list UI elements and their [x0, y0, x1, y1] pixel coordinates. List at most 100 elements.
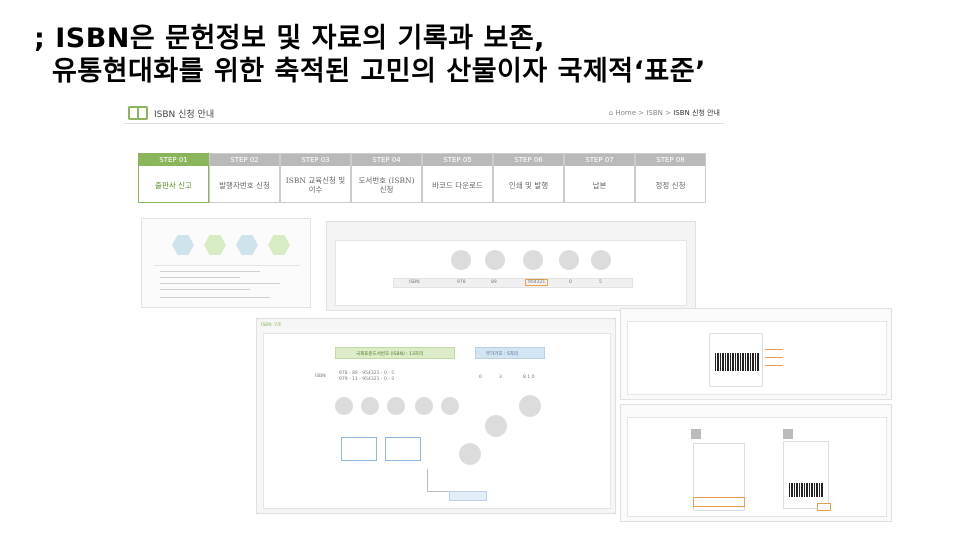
step-number: STEP 06: [494, 154, 563, 166]
divider: [154, 265, 300, 266]
step-label: 인쇄 및 발행: [508, 180, 549, 190]
figure-label: ISBN 구조: [261, 323, 282, 328]
book-icon: [128, 106, 148, 120]
isbn-prefix: ISBN: [409, 280, 420, 285]
label-bubble: [523, 250, 543, 270]
label-bubble: [387, 397, 405, 415]
isbn-prefix: ISBN: [315, 374, 326, 379]
label-bubble: [485, 250, 505, 270]
label-bubble: [591, 250, 611, 270]
slide-title-line1: ; ISBN은 문헌정보 및 자료의 기록과 보존,: [34, 23, 545, 54]
isbn-page-screenshot: ISBN 신청 안내 ⌂ Home > ISBN > ISBN 신청 안내 ST…: [124, 100, 724, 210]
addon-label-box: 부가기호 : 5자리: [475, 347, 545, 359]
breadcrumb: ⌂ Home > ISBN > ISBN 신청 안내: [609, 108, 720, 118]
step-label: 도서번호 (ISBN) 신청: [358, 176, 415, 194]
breadcrumb-separator: >: [638, 109, 645, 117]
step-label: 바코드 다운로드: [432, 180, 483, 190]
isbn-part: 978: [457, 280, 466, 285]
addon-value: 8 1 0: [523, 375, 535, 380]
step-label: 납본: [592, 180, 607, 190]
step-tab-7[interactable]: STEP 07 납본: [564, 153, 635, 203]
step-number: STEP 04: [352, 154, 421, 166]
step-tab-5[interactable]: STEP 05 바코드 다운로드: [422, 153, 493, 203]
isbn-13-label-box: 국제표준도서번호 (ISBN) : 13자리: [335, 347, 455, 359]
highlight-box: [817, 503, 831, 511]
pointer-line: [765, 365, 783, 366]
text-line: [160, 277, 240, 278]
publisher-number-image: ISBN 978 89 954321 0 5: [326, 221, 696, 311]
step-label: 정정 신청: [655, 180, 686, 190]
breadcrumb-section[interactable]: ISBN: [646, 109, 663, 117]
step-tab-4[interactable]: STEP 04 도서번호 (ISBN) 신청: [351, 153, 422, 203]
isbn-strip: [393, 278, 633, 288]
text-line: [160, 283, 280, 284]
label-bubble: [519, 395, 541, 417]
isbn-part: 89: [491, 280, 497, 285]
page-title: ISBN 신청 안내: [154, 110, 215, 120]
breadcrumb-separator: >: [665, 109, 671, 117]
page-header: ISBN 신청 안내 ⌂ Home > ISBN > ISBN 신청 안내: [124, 100, 724, 124]
isbn-part-highlight: 954321: [525, 279, 549, 286]
breadcrumb-current: ISBN 신청 안내: [673, 109, 720, 117]
back-cover: [783, 441, 829, 509]
flow-node: [236, 235, 258, 255]
info-box: [341, 437, 377, 461]
pointer-line: [765, 357, 783, 358]
diagram-box: [263, 333, 611, 509]
breadcrumb-home[interactable]: Home: [615, 109, 636, 117]
copyright-page-image: [620, 404, 892, 522]
pointer-line: [765, 349, 783, 350]
step-number: STEP 01: [139, 154, 208, 166]
connector: [427, 491, 449, 492]
diagram-box: [335, 240, 687, 306]
step-tab-8[interactable]: STEP 08 정정 신청: [635, 153, 706, 203]
isbn-example-row: 979 - 11 - 954321 - 0 - 3: [339, 377, 395, 382]
step-tab-3[interactable]: STEP 03 ISBN 교육신청 및 이수: [280, 153, 351, 203]
flow-node: [172, 235, 194, 255]
label-bubble: [459, 443, 481, 465]
flow-node: [268, 235, 290, 255]
label-bubble: [335, 397, 353, 415]
number-badge: [691, 429, 701, 439]
isbn-example-row: 978 - 89 - 954321 - 0 - 5: [339, 371, 395, 376]
home-icon: ⌂: [608, 109, 614, 117]
addon-value: 3: [499, 375, 502, 380]
step-number: STEP 02: [210, 154, 279, 166]
step-number: STEP 03: [281, 154, 350, 166]
addon-value: 0: [479, 375, 482, 380]
step-tab-2[interactable]: STEP 02 발행자번호 신청: [209, 153, 280, 203]
slide-title-line2: 유통현대화를 위한 축적된 고민의 산물이자 국제적‘표준’: [52, 56, 706, 87]
text-line: [160, 271, 260, 272]
step-tab-1[interactable]: STEP 01 출판사 신고: [138, 153, 209, 203]
label-bubble: [485, 415, 507, 437]
barcode-icon: [789, 483, 823, 497]
label-bubble: [451, 250, 471, 270]
step-number: STEP 07: [565, 154, 634, 166]
step-tab-6[interactable]: STEP 06 인쇄 및 발행: [493, 153, 564, 203]
text-line: [160, 289, 250, 290]
info-box: [385, 437, 421, 461]
barcode-position-image: [620, 308, 892, 400]
step-number: STEP 05: [423, 154, 492, 166]
process-flow-image: [141, 218, 311, 308]
flow-node: [204, 235, 226, 255]
diagram-box: [627, 417, 887, 517]
barcode-icon: [715, 353, 759, 371]
highlight-box: [693, 497, 745, 507]
isbn-part: 5: [599, 280, 602, 285]
label-bubble: [415, 397, 433, 415]
label-bubble: [361, 397, 379, 415]
isbn-13-label: 국제표준도서번호 (ISBN) : 13자리: [356, 352, 424, 357]
slide-title: ; ISBN은 문헌정보 및 자료의 기록과 보존, 유통현대화를 위한 축적된…: [34, 22, 706, 88]
label-bubble: [559, 250, 579, 270]
step-label: 출판사 신고: [155, 180, 192, 190]
step-label: 발행자번호 신청: [219, 180, 270, 190]
publisher-box: [449, 491, 487, 501]
isbn-structure-image: ISBN 구조 국제표준도서번호 (ISBN) : 13자리 부가기호 : 5자…: [256, 318, 616, 514]
addon-label: 부가기호 : 5자리: [486, 352, 519, 357]
step-number: STEP 08: [636, 154, 705, 166]
text-line: [160, 297, 270, 298]
number-badge: [783, 429, 793, 439]
connector: [427, 469, 428, 491]
step-tabs: STEP 01 출판사 신고 STEP 02 발행자번호 신청 STEP 03 …: [138, 153, 708, 203]
